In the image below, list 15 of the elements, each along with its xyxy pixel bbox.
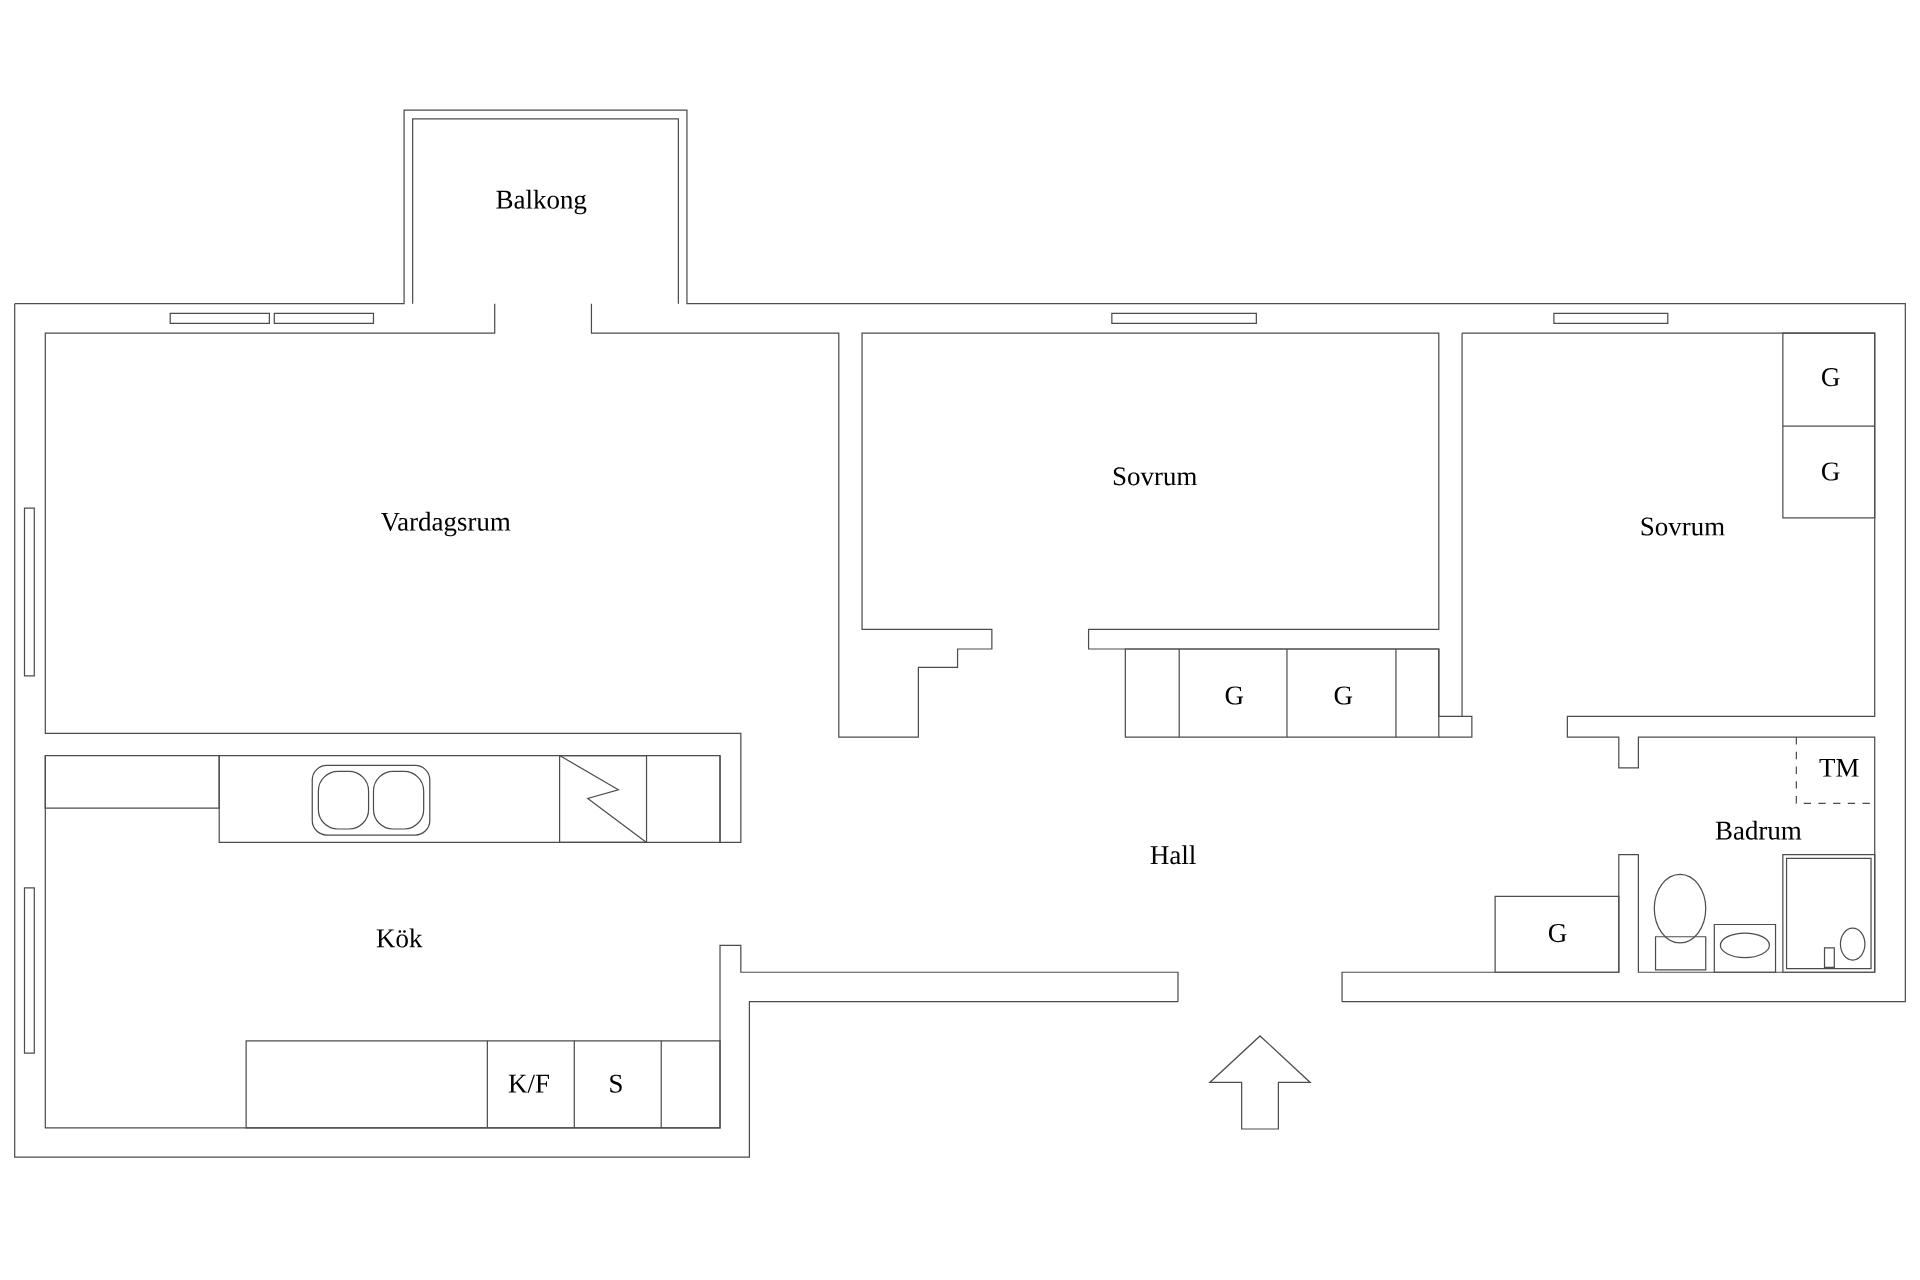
appliance-label: S [610,1074,622,1093]
room-label: Vardagsrum [380,512,511,537]
closet-label: G [1334,686,1353,705]
closet-label: G [1548,924,1567,943]
room-label: Sovrum [1113,467,1197,486]
room-label: Badrum [1715,820,1802,840]
appliance-label: K/F [508,1074,549,1093]
closet-label: G [1225,686,1244,705]
cabinet-label: TM [1819,759,1859,777]
room-label: Kök [376,928,423,948]
room-label: Hall [1150,845,1196,865]
room-label: Sovrum [1641,517,1725,536]
room-label: Balkong [496,190,587,215]
closet-label: G [1822,368,1840,387]
closet-label: G [1822,462,1840,481]
